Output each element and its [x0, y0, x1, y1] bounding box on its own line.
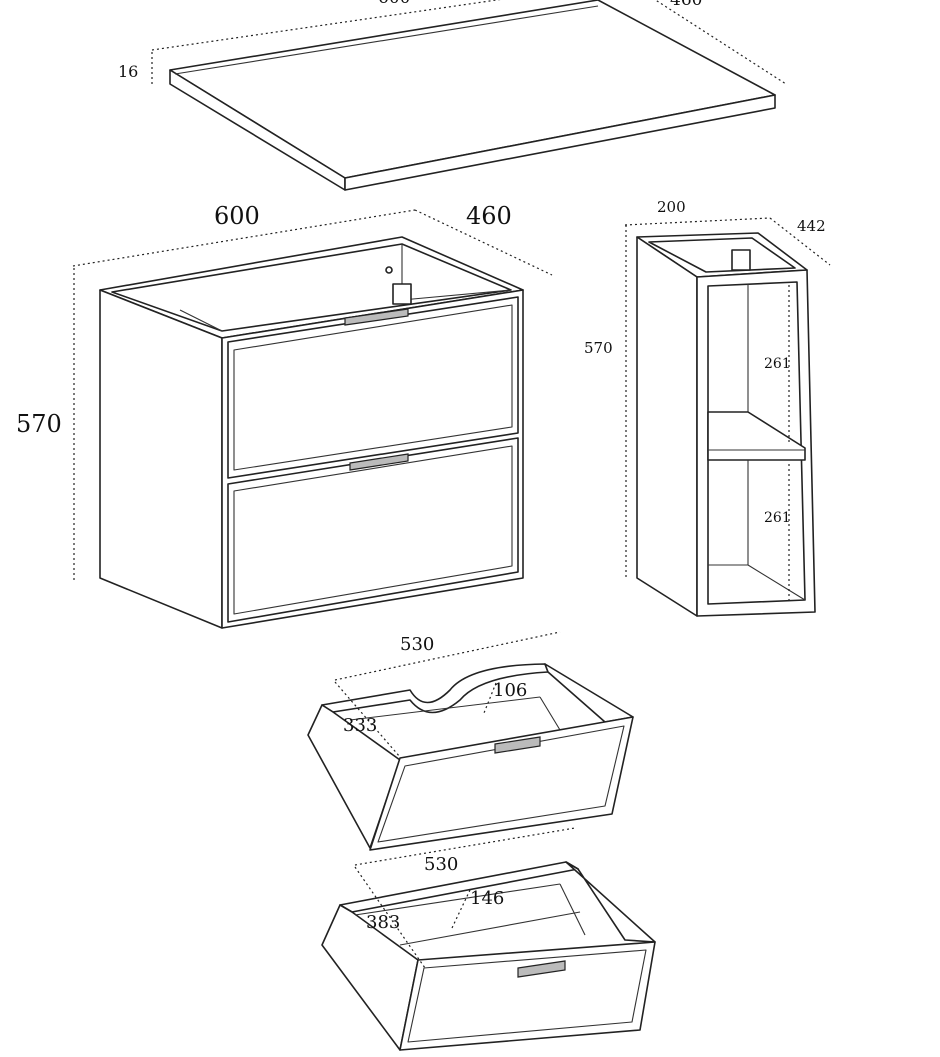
- countertop-depth-label: 460: [670, 0, 702, 10]
- mounting-bracket: [392, 283, 412, 305]
- side-height-label: 570: [584, 339, 613, 357]
- cabinet-depth-line: [414, 209, 553, 276]
- upper-drawer-depth-label: 333: [343, 715, 377, 736]
- countertop-length-line: [151, 0, 501, 51]
- screw-hole: [385, 266, 393, 274]
- main-cabinet: 600 460 570: [16, 202, 553, 629]
- side-cabinet-shelf: [707, 411, 806, 461]
- upper-drawer-depth-line: [334, 681, 401, 758]
- countertop: 600 460 16: [118, 0, 787, 191]
- cabinet-width-label: 600: [214, 202, 260, 230]
- countertop-length-label: 600: [378, 0, 410, 8]
- side-upper-shelf-label: 261: [764, 356, 791, 372]
- upper-drawer-height-label: 106: [493, 680, 527, 701]
- cabinet-lower-drawer-front: [227, 437, 519, 623]
- lower-drawer-depth-label: 383: [366, 912, 400, 933]
- upper-drawer-height-line: [483, 682, 497, 714]
- upper-drawer-width-line: [334, 631, 561, 681]
- cabinet-height-label: 570: [16, 410, 62, 438]
- lower-drawer-handle[interactable]: [517, 960, 566, 978]
- side-width-line: [624, 217, 771, 226]
- side-lower-shelf-label: 261: [764, 510, 791, 526]
- lower-drawer-width-line: [354, 827, 576, 866]
- countertop-depth-line: [654, 0, 787, 85]
- lower-drawer-height-label: 146: [470, 888, 504, 909]
- cabinet-lower-handle[interactable]: [349, 453, 409, 471]
- lower-drawer-width-label: 530: [424, 854, 458, 875]
- lower-drawer-front: [399, 941, 656, 1051]
- cabinet-upper-handle[interactable]: [344, 308, 409, 326]
- upper-drawer-front: [369, 716, 634, 851]
- upper-drawer: 530 333 106: [307, 631, 634, 851]
- lower-drawer-height-line: [451, 889, 471, 929]
- countertop-thickness-label: 16: [118, 62, 138, 81]
- upper-drawer-handle[interactable]: [494, 736, 541, 754]
- side-cabinet: 200 442 570 261 261: [584, 198, 831, 617]
- cabinet-depth-label: 460: [466, 202, 512, 230]
- cabinet-upper-drawer-front: [227, 296, 519, 479]
- lower-drawer-depth-line: [354, 866, 426, 969]
- side-depth-label: 442: [797, 217, 826, 235]
- side-width-label: 200: [657, 198, 686, 216]
- lower-drawer: 530 383 146: [321, 827, 656, 1051]
- upper-drawer-width-label: 530: [400, 634, 434, 655]
